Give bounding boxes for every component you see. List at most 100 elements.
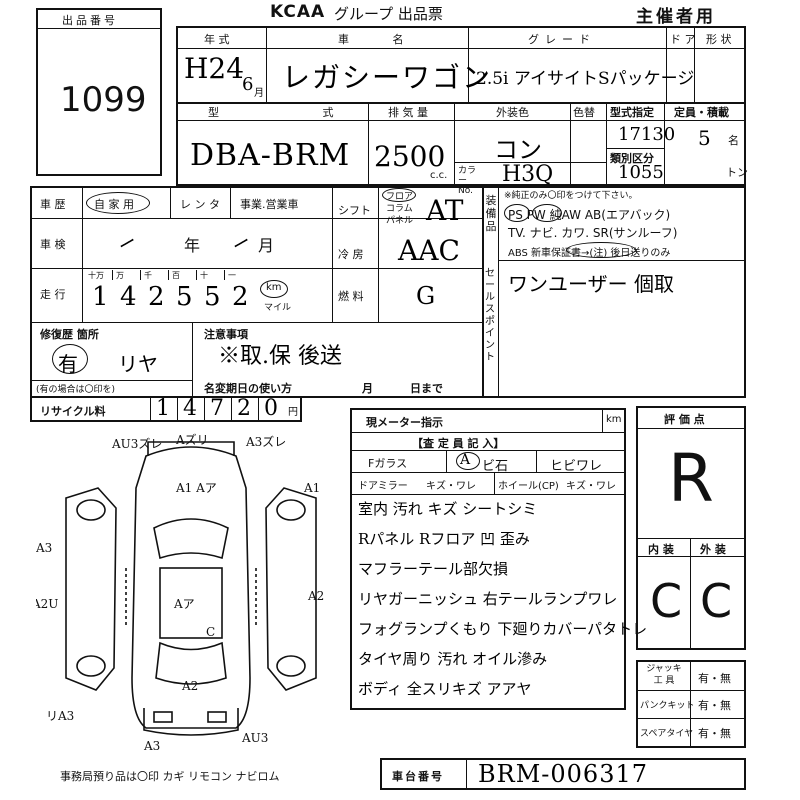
type-designation-value: 17130: [618, 124, 676, 145]
left-side-panel: [65, 487, 117, 691]
displacement-unit: c.c.: [430, 170, 448, 181]
chassis-label: 車台番号: [392, 770, 444, 783]
inspection-year-value: ー: [114, 230, 141, 258]
car-body-outline: [131, 446, 251, 729]
inspection-box: 現メーター指示 km 【査 定 員 記 入】 Fガラス A ビ石 ヒビワレ ドア…: [350, 408, 647, 710]
glass-mark-circle: [456, 452, 480, 470]
name-change-day: 日まで: [410, 382, 443, 395]
recycle-digit: 2: [237, 396, 251, 421]
shift-label: シフト: [338, 204, 371, 217]
lot-box: 出品番号 1099: [36, 8, 162, 176]
glass-crack: ヒビワレ: [550, 459, 603, 474]
wheel-front-right: [276, 499, 306, 521]
fuel-value: G: [416, 282, 436, 310]
type-designation-label: 型式指定: [610, 106, 654, 119]
header-title: グループ 出品票: [334, 5, 443, 23]
sales-point-label: セールスポイント: [485, 268, 495, 363]
left-taillight: [153, 711, 173, 723]
repair-note: (有の場合は〇印を): [36, 385, 116, 395]
floor-circle: [382, 188, 416, 202]
capacity-value: 5: [698, 126, 711, 150]
inspection-month-value: ー: [228, 230, 255, 258]
mileage-digit-label: 千: [144, 271, 152, 280]
mileage-digit-label: 十: [200, 271, 208, 280]
mark-a1-right-top: A1: [303, 481, 320, 495]
grade-box: 評 価 点 R 内 装 外 装 C C: [636, 406, 746, 650]
inspection-label: 車 検: [40, 238, 66, 251]
inspection-year-label: 年: [184, 236, 201, 255]
ac-label: 冷 房: [338, 248, 364, 261]
column-label: コラム: [386, 204, 413, 214]
business-label: 事業.営業車: [240, 198, 299, 211]
model-value: DBA-BRM: [190, 138, 351, 173]
mileage-label: 走 行: [40, 288, 66, 301]
lot-label: 出品番号: [62, 14, 118, 27]
diagram-footer: 事務局預り品は〇印 カギ リモコン ナビロム: [60, 770, 280, 783]
lot-number: 1099: [60, 80, 147, 120]
interior-label: 内 装: [648, 543, 674, 556]
class-label: 類別区分: [610, 152, 654, 165]
inspection-comment: Rパネル Rフロア 凹 歪み: [358, 530, 530, 548]
mark-a1-hood: A1 Aア: [175, 481, 217, 495]
jack-label: ジャッキ 工 具: [646, 664, 682, 686]
door-lines: [125, 568, 257, 628]
grade-label: 評 価 点: [664, 413, 705, 426]
recycle-label: リサイクル料: [40, 405, 106, 418]
history-label: 車 歴: [40, 198, 66, 211]
grade-value: 2.5i アイサイトSパッケージ: [476, 69, 695, 89]
km-label: km: [266, 282, 282, 293]
mileage-digit-label: 百: [172, 271, 180, 280]
month-unit: 月: [254, 88, 264, 99]
capacity-label: 定員・積載: [674, 106, 729, 119]
panel-label: パネル: [386, 216, 414, 226]
color-no-value: H3Q: [502, 162, 554, 187]
repair-part-value: リヤ: [118, 352, 158, 376]
spare-tire-label: スペアタイヤ: [640, 729, 694, 739]
glass-mark: A: [460, 452, 471, 468]
mark-a2-rear: A2: [181, 679, 198, 693]
glass-label: Fガラス: [368, 457, 408, 470]
model-label: 型 式: [208, 106, 384, 119]
roof: [159, 567, 223, 639]
meter-km: km: [606, 414, 622, 425]
mirror-label: ドアミラー: [358, 481, 408, 492]
month-value: 6: [242, 74, 254, 95]
rear-bumper: [143, 708, 239, 736]
exterior-label: 外 装: [700, 543, 726, 556]
mark-au3-rear-right: AU3: [241, 731, 268, 745]
mileage-digit: 4: [120, 282, 137, 312]
sales-point-text: ワンユーザー 個取: [508, 272, 674, 296]
door-label: ド ア: [670, 33, 696, 46]
exterior-grade: C: [700, 574, 733, 628]
fuel-label: 燃 料: [338, 290, 364, 303]
wheel-option: キズ・ワレ: [566, 481, 616, 492]
mark-a3-front-right: A3ズレ: [245, 434, 286, 449]
repair-circle: [52, 344, 88, 374]
recycle-digit: 4: [183, 396, 197, 421]
mark-a2u-left: A2U: [36, 597, 58, 611]
load-unit: トン: [726, 166, 748, 179]
own-use-circle: [86, 192, 150, 214]
name-change-month: 月: [362, 382, 373, 395]
meter-label: 現メーター指示: [366, 416, 443, 429]
color-value: コン: [494, 136, 542, 164]
front-bumper: [147, 441, 235, 456]
mark-a3-rear: A3: [143, 739, 160, 753]
mileage-digit-label: 万: [116, 271, 124, 280]
puncture-kit-value: 有・無: [698, 699, 731, 712]
tools-box: ジャッキ 工 具 有・無 パンクキット 有・無 スペアタイヤ 有・無: [636, 660, 746, 748]
wheel-label: ホイール(CP): [498, 481, 559, 492]
repair-value: 有: [58, 352, 78, 376]
floor-label: フロア: [386, 192, 414, 202]
wheel-front-left: [76, 499, 106, 521]
mileage-digit: 2: [148, 282, 165, 312]
wheel-rear-right: [276, 655, 306, 677]
equipment-label: 装 備 品: [485, 194, 497, 233]
shift-value: AT: [426, 194, 464, 227]
year-value: H24: [184, 52, 245, 85]
mark-au3-front-left: AU3ズレ: [111, 436, 162, 451]
equipment-line2: TV. ナビ. カワ. SR(サンルーフ): [508, 226, 678, 240]
mileage-digit: 5: [204, 282, 221, 312]
rear-window: [155, 641, 227, 685]
